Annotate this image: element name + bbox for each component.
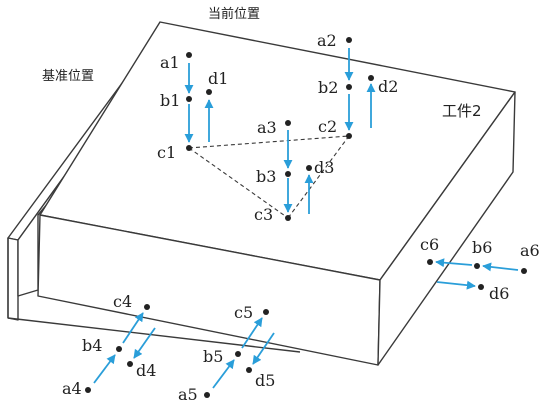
point-a1	[186, 52, 192, 58]
arrow-a5-b5	[212, 359, 235, 389]
point-c5	[263, 309, 269, 315]
arrow-d6-left	[436, 280, 476, 290]
measurement-arrows	[93, 48, 519, 389]
arrow-b4-c4	[122, 312, 144, 344]
point-d5	[246, 367, 252, 373]
point-a5	[204, 392, 210, 398]
label-c3: c3	[254, 205, 273, 224]
point-d3	[306, 165, 312, 171]
arrow-b6-c6	[435, 258, 473, 268]
point-a4	[85, 387, 91, 393]
arrow-b5-c5	[241, 317, 263, 349]
label-d3: d3	[314, 158, 334, 177]
point-b3	[285, 171, 291, 177]
arrow-d4-down	[133, 327, 156, 359]
label-c5: c5	[234, 303, 253, 322]
point-c3	[285, 215, 291, 221]
label-b3: b3	[256, 167, 276, 186]
label-c2: c2	[318, 117, 337, 136]
triangle-c1-c2-c3	[188, 135, 350, 219]
point-d6	[478, 284, 484, 290]
workpiece-label: 工件2	[442, 102, 482, 120]
label-d4: d4	[136, 361, 156, 380]
point-a3	[285, 120, 291, 126]
point-c2	[346, 133, 352, 139]
label-d1: d1	[208, 69, 228, 88]
point-d4	[127, 361, 133, 367]
label-a3: a3	[257, 118, 277, 137]
label-d5: d5	[255, 371, 275, 390]
label-b4: b4	[82, 336, 102, 355]
arrow-a6-b6	[482, 262, 519, 272]
arrow-d5-down	[252, 332, 275, 365]
label-b1: b1	[160, 91, 180, 110]
label-a6: a6	[520, 241, 540, 260]
label-d6: d6	[489, 284, 509, 303]
point-a6	[521, 268, 527, 274]
point-c1	[186, 145, 192, 151]
label-c1: c1	[157, 143, 176, 162]
point-labels: a1 b1 c1 d1 a2 b2 c2 d2 a3 b3 c3 d3 a4 b…	[62, 31, 540, 404]
point-b6	[474, 263, 480, 269]
arrow-a4-b4	[93, 354, 116, 384]
point-b1	[186, 96, 192, 102]
point-b4	[116, 346, 122, 352]
label-d2: d2	[378, 77, 398, 96]
label-a2: a2	[317, 31, 337, 50]
point-c6	[427, 259, 433, 265]
label-a5: a5	[178, 385, 198, 404]
point-c4	[144, 304, 150, 310]
label-a1: a1	[160, 53, 180, 72]
point-b2	[346, 84, 352, 90]
point-a2	[346, 37, 352, 43]
label-c6: c6	[420, 235, 439, 254]
label-c4: c4	[113, 292, 132, 311]
label-b6: b6	[472, 238, 492, 257]
base-position-label: 基准位置	[42, 69, 94, 84]
current-position-label: 当前位置	[208, 6, 260, 22]
label-b5: b5	[203, 347, 223, 366]
label-b2: b2	[318, 78, 338, 97]
point-d2	[368, 75, 374, 81]
point-d1	[206, 89, 212, 95]
point-b5	[235, 351, 241, 357]
label-a4: a4	[62, 379, 82, 398]
workpiece-box	[37, 21, 516, 366]
measurement-points	[85, 37, 527, 398]
